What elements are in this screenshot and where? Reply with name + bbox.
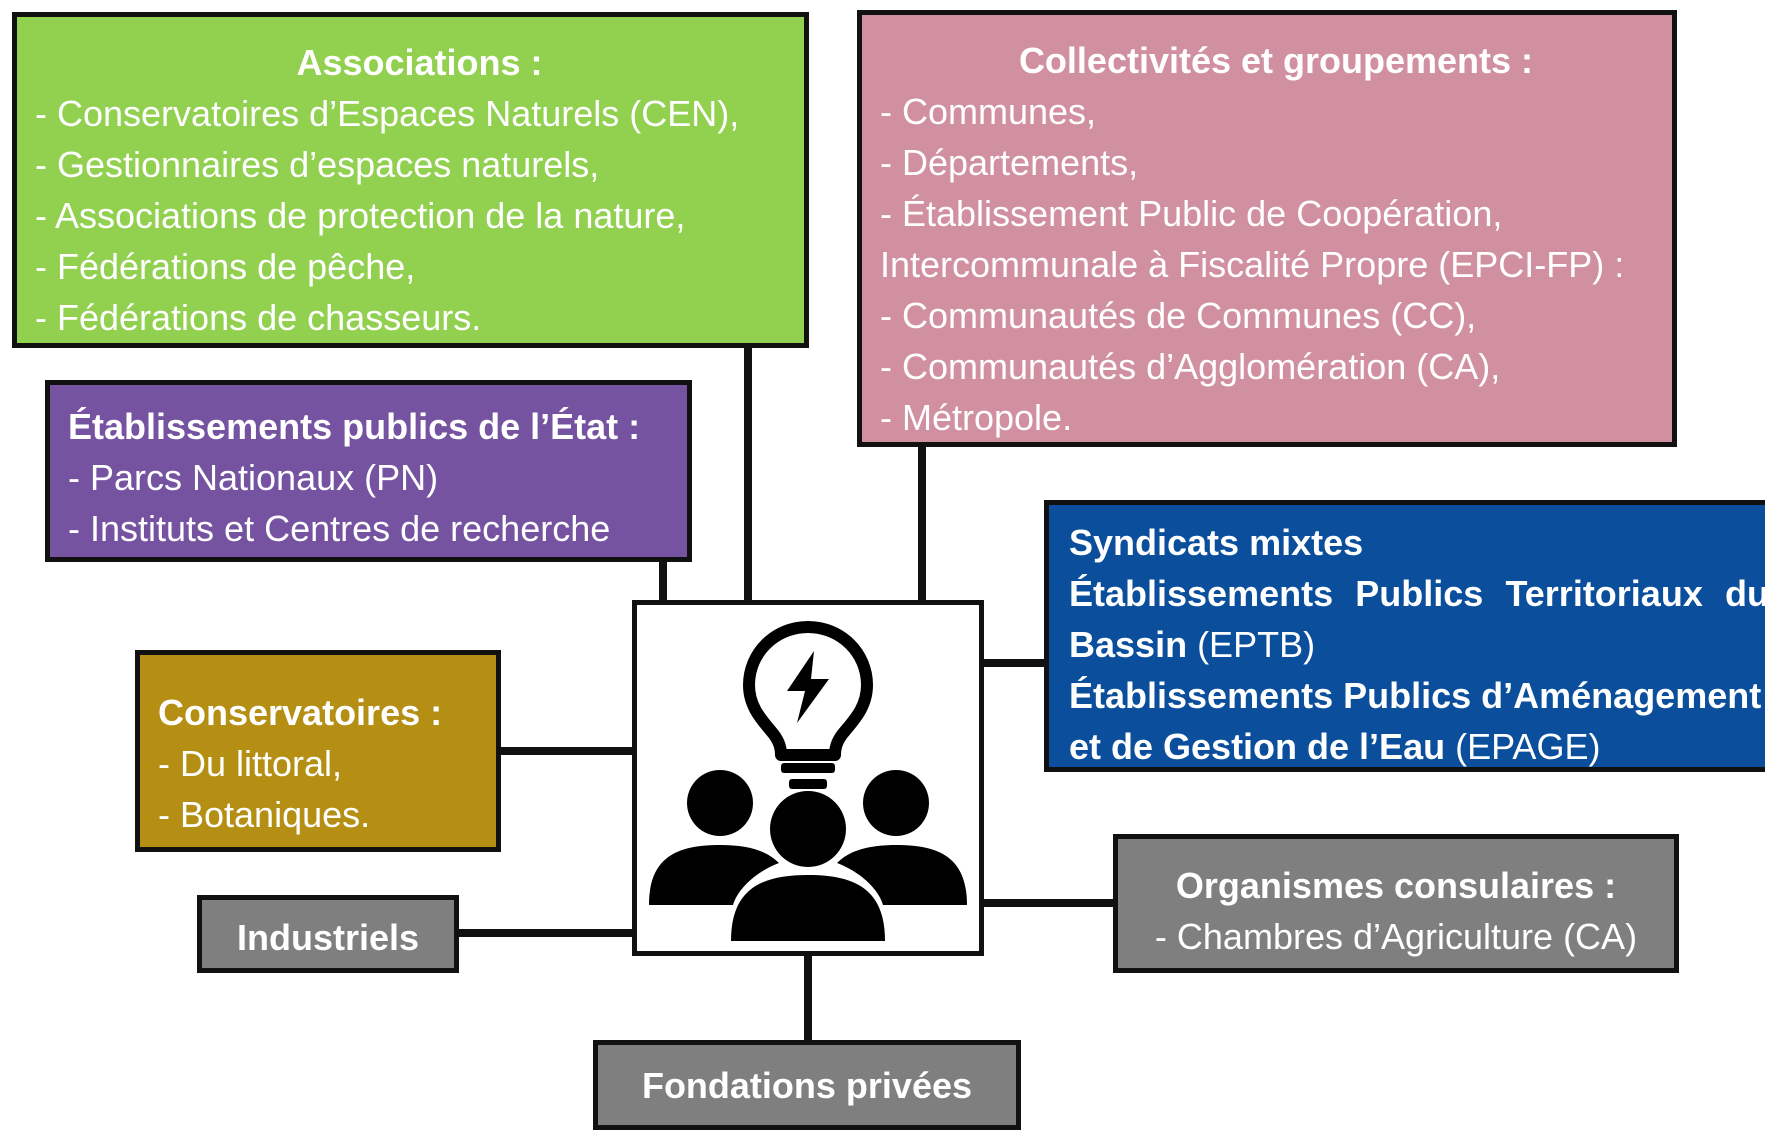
collectivites-item: - Communautés de Communes (CC),: [880, 295, 1477, 336]
etablissements-box: Établissements publics de l’État : - Par…: [45, 380, 692, 562]
conservatoires-item: - Botaniques.: [158, 794, 371, 835]
etablissements-item: - Parcs Nationaux (PN): [68, 457, 439, 498]
syndicats-epage-line1: Établissements Publics d’Aménagement: [1069, 675, 1762, 716]
collectivites-title: Collectivités et groupements :: [1018, 40, 1534, 81]
syndicats-word: Publics: [1355, 573, 1484, 614]
industriels-box: Industriels: [197, 895, 459, 973]
connector-associations: [744, 346, 752, 602]
fondations-title: Fondations privées: [641, 1065, 973, 1106]
associations-title: Associations :: [296, 42, 543, 83]
syndicats-word: du: [1724, 573, 1765, 614]
connector-etablissements: [659, 560, 667, 602]
associations-item: - Fédérations de chasseurs.: [35, 297, 482, 338]
associations-box: Associations : - Conservatoires d’Espace…: [12, 12, 809, 348]
organismes-title: Organismes consulaires :: [1175, 865, 1617, 906]
connector-fondations: [804, 954, 812, 1042]
organismes-item: - Chambres d’Agriculture (CA): [1154, 916, 1638, 957]
collectivites-item: Intercommunale à Fiscalité Propre (EPCI-…: [880, 244, 1625, 285]
associations-item: - Fédérations de pêche,: [35, 246, 416, 287]
conservatoires-box: Conservatoires : - Du littoral, - Botani…: [135, 650, 501, 852]
associations-item: - Gestionnaires d’espaces naturels,: [35, 144, 600, 185]
syndicats-epage-bold: et de Gestion de l’Eau: [1069, 726, 1446, 767]
lightbulb-icon: [743, 621, 873, 789]
collectivites-item: - Métropole.: [880, 397, 1073, 438]
syndicats-box: Syndicats mixtes Établissements Publics …: [1044, 500, 1765, 772]
syndicats-justified-line: Établissements Publics Territoriaux du: [1069, 568, 1765, 619]
connector-conservatoires: [499, 747, 634, 755]
stakeholders-idea-icon: [649, 621, 967, 941]
syndicats-word: Territoriaux: [1505, 573, 1703, 614]
collectivites-item: - Établissement Public de Coopération,: [880, 193, 1503, 234]
fondations-box: Fondations privées: [593, 1040, 1021, 1130]
connector-syndicats: [982, 659, 1046, 667]
associations-item: - Conservatoires d’Espaces Naturels (CEN…: [35, 93, 740, 134]
syndicats-title: Syndicats mixtes: [1069, 522, 1364, 563]
organismes-box: Organismes consulaires : - Chambres d’Ag…: [1113, 834, 1679, 973]
associations-item: - Associations de protection de la natur…: [35, 195, 686, 236]
etablissements-title: Établissements publics de l’État :: [68, 406, 641, 447]
syndicats-epage-line2: et de Gestion de l’Eau (EPAGE): [1069, 721, 1765, 772]
collectivites-item: - Départements,: [880, 142, 1139, 183]
collectivites-box: Collectivités et groupements : - Commune…: [857, 10, 1677, 447]
syndicats-word: Établissements: [1069, 573, 1334, 614]
conservatoires-title: Conservatoires :: [158, 692, 443, 733]
industriels-title: Industriels: [236, 917, 420, 958]
center-hub: [632, 600, 984, 956]
connector-organismes: [982, 899, 1115, 907]
collectivites-item: - Communautés d’Agglomération (CA),: [880, 346, 1501, 387]
connector-industriels: [457, 929, 634, 937]
syndicats-epage-abbr: (EPAGE): [1445, 726, 1601, 767]
connector-collectivites: [918, 445, 926, 602]
people-icon: [649, 770, 967, 941]
conservatoires-item: - Du littoral,: [158, 743, 343, 784]
collectivites-item: - Communes,: [880, 91, 1097, 132]
syndicats-eptb-line: Bassin (EPTB): [1069, 619, 1765, 670]
syndicats-eptb-bold: Bassin: [1069, 624, 1188, 665]
etablissements-item: - Instituts et Centres de recherche: [68, 508, 611, 549]
syndicats-eptb-abbr: (EPTB): [1187, 624, 1316, 665]
